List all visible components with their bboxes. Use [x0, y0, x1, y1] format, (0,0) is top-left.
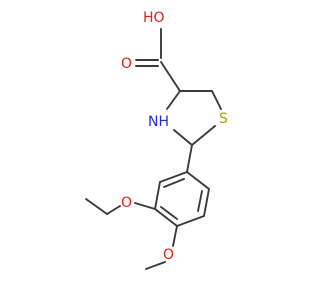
- bond-o-ch2: [106, 205, 121, 215]
- bond-ar3-o-ethoxy: [134, 202, 156, 210]
- bond-ar-inner-3: [197, 190, 203, 212]
- bond-ar4-o-methoxy: [172, 225, 178, 247]
- bond-c2-n: [173, 129, 193, 146]
- bond-ch2-ch3: [85, 198, 108, 215]
- molecule-canvas: HO O S NH O O: [85, 10, 228, 270]
- structure-diagram: HO O S NH O O: [85, 10, 228, 270]
- bond-ar4-ar5: [176, 215, 205, 227]
- bond-ar-inner-1: [163, 178, 185, 188]
- atom-label-ho: HO: [143, 10, 165, 26]
- bond-c5-s: [211, 90, 222, 110]
- atom-label-s: S: [219, 111, 228, 127]
- bond-ar2-ar3: [154, 181, 161, 210]
- bond-ar-inner-2: [160, 206, 178, 220]
- bond-ar5-ar6: [203, 188, 210, 217]
- bond-s-c2: [191, 125, 216, 146]
- bond-ar6-ar1: [186, 171, 210, 190]
- atom-label-o-ethoxy: O: [121, 195, 132, 211]
- bond-ar3-ar4: [154, 208, 178, 227]
- bond-o-ch3: [145, 261, 166, 270]
- bond-c2-aryl: [186, 144, 193, 173]
- atom-label-o-carbonyl: O: [121, 56, 132, 72]
- bond-ar1-ar2: [159, 171, 188, 183]
- atom-label-o-methoxy: O: [163, 247, 174, 263]
- bond-cooh-c4: [160, 61, 181, 92]
- bond-n-c4: [166, 90, 181, 110]
- atom-label-nh: NH: [148, 114, 169, 130]
